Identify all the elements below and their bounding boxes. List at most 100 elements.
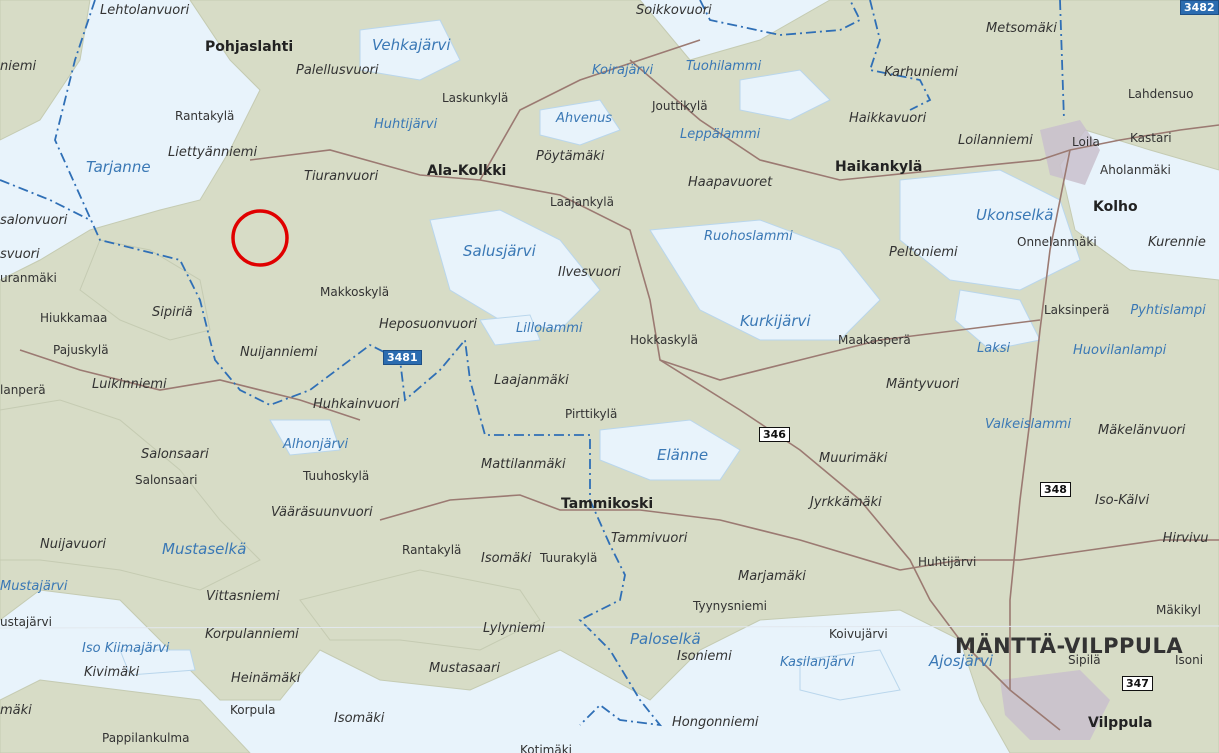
place-label: Tiuranvuori bbox=[304, 169, 379, 184]
place-label: Salusjärvi bbox=[463, 242, 536, 260]
place-label: Mustasaari bbox=[429, 661, 500, 676]
place-label: Maakasperä bbox=[838, 333, 911, 347]
place-label: Tuohilammi bbox=[686, 59, 762, 74]
place-label: Pirttikylä bbox=[565, 407, 618, 421]
place-label: Metsomäki bbox=[986, 21, 1057, 36]
place-label: Isoni bbox=[1175, 653, 1204, 667]
roads bbox=[19, 39, 1219, 731]
place-label: Kurkijärvi bbox=[740, 312, 811, 330]
place-label: Mattilanmäki bbox=[481, 457, 566, 472]
place-label: Ahvenus bbox=[556, 111, 613, 126]
place-label: Hokkaskylä bbox=[630, 333, 698, 347]
place-label: Hongonniemi bbox=[672, 715, 759, 730]
place-label: Salonsaari bbox=[135, 473, 198, 487]
place-label: Tammivuori bbox=[611, 531, 688, 546]
place-label: Pyhtislampi bbox=[1130, 303, 1206, 318]
place-label: Laksi bbox=[977, 341, 1011, 356]
place-label: uranmäki bbox=[0, 271, 57, 285]
place-label: Ala-Kolkki bbox=[427, 163, 507, 179]
place-label: Lahdensuo bbox=[1128, 87, 1194, 101]
place-label: Kotimäki bbox=[520, 743, 572, 753]
place-label: Liettyänniemi bbox=[168, 145, 258, 160]
place-label: Paloselkä bbox=[630, 630, 701, 648]
place-label: Pöytämäki bbox=[536, 149, 605, 164]
place-label: Valkeislammi bbox=[985, 417, 1072, 432]
place-label: Leppälammi bbox=[680, 127, 761, 142]
place-label: Huhtijärvi bbox=[374, 117, 438, 132]
place-label: Kolho bbox=[1093, 199, 1138, 215]
place-label: Laksinperä bbox=[1044, 303, 1110, 317]
place-label: Heposuonvuori bbox=[379, 317, 478, 332]
place-label: Ajosjärvi bbox=[929, 652, 993, 670]
place-label: Palellusvuori bbox=[296, 63, 379, 78]
place-label: ustajärvi bbox=[0, 615, 52, 629]
place-label: Muurimäki bbox=[819, 451, 888, 466]
place-label: Laskunkylä bbox=[442, 91, 509, 105]
road-number-shield: 3482 bbox=[1180, 0, 1219, 15]
place-label: Ilvesvuori bbox=[558, 265, 621, 280]
place-label: Iso-Kälvi bbox=[1095, 493, 1150, 508]
place-label: Kivimäki bbox=[84, 665, 140, 680]
place-label: Loila bbox=[1072, 135, 1100, 149]
place-label: Laajanmäki bbox=[494, 373, 569, 388]
place-label: Kasilanjärvi bbox=[780, 655, 855, 670]
place-label: Laajankylä bbox=[550, 195, 614, 209]
place-label: Nuijavuori bbox=[40, 537, 106, 552]
place-label: Rantakylä bbox=[175, 109, 235, 123]
place-label: Kurennie bbox=[1148, 235, 1206, 250]
place-label: Lillolammi bbox=[516, 321, 583, 336]
place-label: Peltoniemi bbox=[889, 245, 958, 260]
place-label: Sipilä bbox=[1068, 653, 1101, 667]
municipal-boundary bbox=[0, 0, 1065, 727]
place-label: Vehkajärvi bbox=[372, 36, 451, 54]
place-label: Hirvivu bbox=[1162, 531, 1209, 546]
place-label: Huovilanlampi bbox=[1073, 343, 1167, 358]
road-number-shield: 347 bbox=[1122, 676, 1153, 691]
place-label: Koirajärvi bbox=[592, 63, 654, 78]
place-label: Huhtijärvi bbox=[918, 555, 977, 569]
map-sheet-edge bbox=[0, 625, 1219, 629]
place-label: Pajuskylä bbox=[53, 343, 109, 357]
place-label: svuori bbox=[0, 247, 40, 262]
place-label: Isomäki bbox=[334, 711, 385, 726]
place-label: Mäntyvuori bbox=[886, 377, 960, 392]
place-label: Jyrkkämäki bbox=[810, 495, 882, 510]
place-label: Isoniemi bbox=[677, 649, 732, 664]
place-label: lanperä bbox=[0, 383, 46, 397]
place-label: Jouttikylä bbox=[652, 99, 708, 113]
place-label: Vittasniemi bbox=[206, 589, 280, 604]
place-label: Isomäki bbox=[481, 551, 532, 566]
place-label: Makkoskylä bbox=[320, 285, 390, 299]
place-label: Rantakylä bbox=[402, 543, 462, 557]
place-label: Ruohoslammi bbox=[704, 229, 793, 244]
place-label: Salonsaari bbox=[141, 447, 209, 462]
place-label: Haikkavuori bbox=[849, 111, 927, 126]
place-label: Kastari bbox=[1130, 131, 1172, 145]
place-label: Tyynysniemi bbox=[693, 599, 767, 613]
place-label: Luikinniemi bbox=[92, 377, 167, 392]
place-label: Lylyniemi bbox=[483, 621, 545, 636]
place-label: Alhonjärvi bbox=[283, 437, 349, 452]
place-label: Ukonselkä bbox=[976, 206, 1054, 224]
road-number-shield: 348 bbox=[1040, 482, 1071, 497]
place-label: Haikankylä bbox=[835, 159, 923, 175]
place-label: Huhkainvuori bbox=[313, 397, 400, 412]
place-label: Haapavuoret bbox=[688, 175, 773, 190]
place-label: Nuijanniemi bbox=[240, 345, 318, 360]
location-marker-circle bbox=[231, 209, 289, 267]
place-label: Tuurakylä bbox=[540, 551, 598, 565]
place-label: Karhuniemi bbox=[884, 65, 958, 80]
place-label: Koivujärvi bbox=[829, 627, 888, 641]
place-label: Iso Kiimajärvi bbox=[82, 641, 170, 656]
place-label: mäki bbox=[0, 703, 32, 718]
place-label: Vilppula bbox=[1088, 715, 1153, 731]
place-label: salonvuori bbox=[0, 213, 68, 228]
road-number-shield: 3481 bbox=[383, 350, 422, 365]
place-label: Mustaselkä bbox=[162, 540, 247, 558]
place-label: Tarjanne bbox=[86, 158, 151, 176]
inland-lakes bbox=[119, 19, 1081, 701]
place-label: Soikkovuori bbox=[636, 3, 712, 18]
place-label: Korpula bbox=[230, 703, 276, 717]
